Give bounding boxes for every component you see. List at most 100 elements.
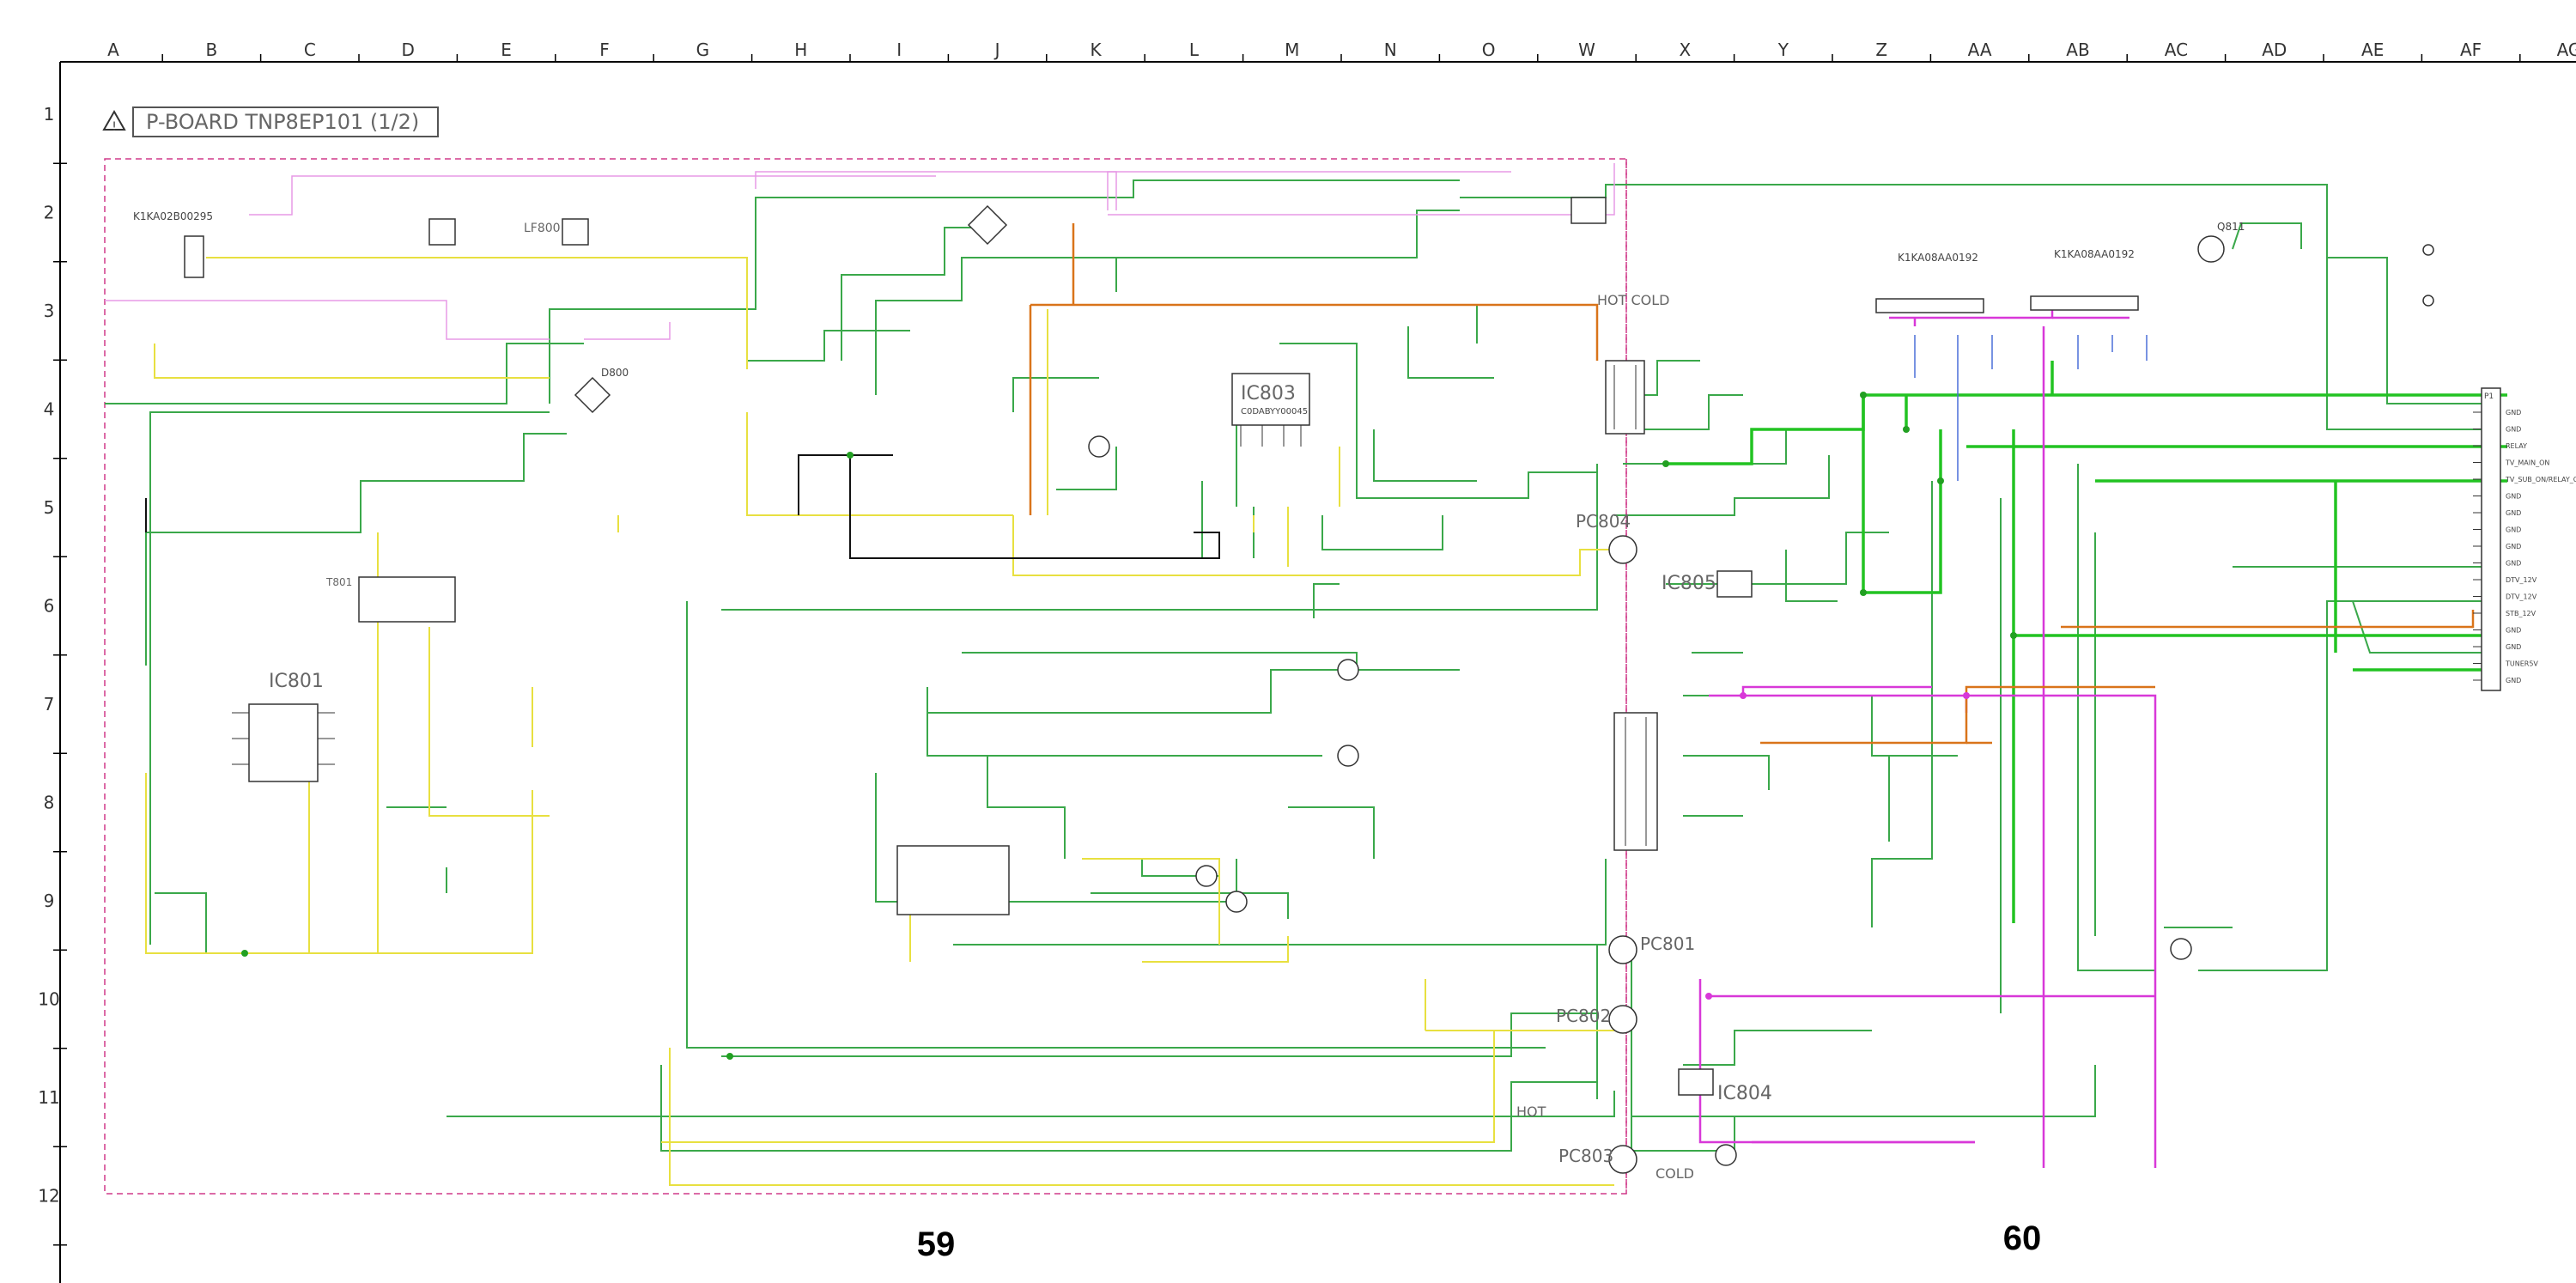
ic804-label: IC804 bbox=[1717, 1083, 1772, 1104]
row-label: 3 bbox=[44, 301, 55, 321]
bridge-d801 bbox=[967, 204, 1008, 246]
conn-p6-label: K1KA08AA0192 bbox=[1898, 252, 1978, 264]
mains-connector-label: K1KA02B00295 bbox=[133, 210, 213, 222]
row-label: 5 bbox=[44, 497, 55, 518]
transformer-t801: T801 bbox=[325, 576, 456, 623]
p1-pin-label: GND bbox=[2506, 493, 2521, 501]
column-label: N bbox=[1384, 40, 1397, 60]
row-label: 4 bbox=[44, 399, 55, 420]
row-label: 2 bbox=[44, 203, 55, 223]
d800-label: D800 bbox=[601, 367, 629, 379]
column-label: AD bbox=[2262, 40, 2287, 60]
wires-black bbox=[145, 454, 1220, 559]
row-label: 9 bbox=[44, 891, 55, 911]
svg-text:!: ! bbox=[112, 120, 117, 134]
p1-pin-labels: GND GND RELAY TV_MAIN_ON TV_SUB_ON/RELAY_ON G… bbox=[2473, 409, 2576, 684]
photocoupler-pc803: PC803 bbox=[1558, 1145, 1637, 1174]
connector-p6: K1KA08AA0192 bbox=[1875, 252, 1984, 313]
connector-mains: K1KA02B00295 bbox=[133, 210, 213, 278]
cold-label: COLD bbox=[1656, 1165, 1694, 1182]
p1-pin-label: GND bbox=[2506, 627, 2521, 635]
p1-pin-label: TV_SUB_ON/RELAY_ON bbox=[2505, 476, 2576, 483]
pc801-label: PC801 bbox=[1640, 933, 1695, 954]
board-title: ! P-BOARD TNP8EP101 (1/2) bbox=[102, 106, 439, 137]
p1-pin-label: GND bbox=[2506, 543, 2521, 550]
column-label: H bbox=[794, 40, 807, 60]
hot-label: HOT bbox=[1516, 1104, 1546, 1120]
column-label: AF bbox=[2460, 40, 2482, 60]
transformer-t803 bbox=[1613, 712, 1658, 851]
line-filter-lf800: LF800 bbox=[428, 218, 589, 246]
p1-pin-label: DTV_12V bbox=[2506, 576, 2537, 584]
row-label: 10 bbox=[38, 989, 59, 1010]
pc804-label: PC804 bbox=[1576, 511, 1631, 532]
column-label: F bbox=[599, 40, 610, 60]
lf800-label: LF800 bbox=[524, 222, 561, 235]
photocoupler-pc804: PC804 bbox=[1576, 511, 1637, 564]
top-right-parts bbox=[2422, 244, 2434, 307]
column-label: D bbox=[401, 40, 414, 60]
column-label: L bbox=[1189, 40, 1200, 60]
transistors-misc bbox=[1088, 435, 2192, 1166]
photocoupler-pc801: PC801 bbox=[1608, 933, 1695, 964]
connector-p2: K1KA08AA0192 bbox=[2030, 248, 2139, 311]
ic805-label: IC805 bbox=[1662, 573, 1716, 594]
column-label: A bbox=[107, 40, 119, 60]
pc803-label: PC803 bbox=[1558, 1146, 1613, 1166]
junction-dots-magenta bbox=[1705, 692, 1970, 1000]
row-label: 12 bbox=[38, 1186, 59, 1207]
row-label: 1 bbox=[44, 104, 55, 125]
column-label: I bbox=[896, 40, 902, 60]
p1-pin-label: GND bbox=[2506, 426, 2521, 434]
column-label: AC bbox=[2165, 40, 2188, 60]
ic803-label: IC803 bbox=[1241, 383, 1296, 404]
connector-p1: P1 GND GND RELAY TV_MAIN_ON TV_SUB_ON/RELAY_… bbox=[2473, 387, 2576, 691]
ic-lower-center bbox=[896, 845, 1010, 915]
junction-dots bbox=[241, 392, 2017, 1060]
transistor-q811: Q811 bbox=[2197, 221, 2245, 263]
p1-pin-label: GND bbox=[2506, 560, 2521, 568]
column-label: O bbox=[1482, 40, 1496, 60]
p1-pin-label: GND bbox=[2506, 677, 2521, 684]
row-label: 6 bbox=[44, 596, 55, 617]
ic803-chip: IC803 C0DABYY00045 bbox=[1231, 373, 1310, 447]
row-label: 8 bbox=[44, 793, 55, 813]
wires-blue bbox=[1914, 335, 2148, 481]
pc802-label: PC802 bbox=[1556, 1006, 1611, 1026]
column-label: AB bbox=[2066, 40, 2089, 60]
ic801-chip: IC801 bbox=[232, 671, 335, 782]
column-label: M bbox=[1285, 40, 1299, 60]
relay-rl801 bbox=[1571, 197, 1607, 224]
page-number-right: 60 bbox=[2003, 1219, 2042, 1257]
column-label: AG bbox=[2557, 40, 2576, 60]
p1-pin-label: GND bbox=[2506, 643, 2521, 651]
p1-pin-label: RELAY bbox=[2506, 442, 2527, 450]
title-text: P-BOARD TNP8EP101 (1/2) bbox=[146, 110, 419, 134]
column-label: W bbox=[1578, 40, 1595, 60]
wires-yellow bbox=[145, 257, 1614, 1186]
p1-pin-label: DTV_12V bbox=[2506, 593, 2537, 601]
photocoupler-pc802: PC802 bbox=[1556, 1005, 1637, 1034]
wires-magenta bbox=[1698, 309, 2157, 1168]
ic804-chip: IC804 bbox=[1678, 1068, 1772, 1104]
p1-label: P1 bbox=[2484, 392, 2494, 401]
column-label: AE bbox=[2361, 40, 2384, 60]
column-label: C bbox=[304, 40, 316, 60]
q811-label: Q811 bbox=[2217, 221, 2245, 233]
column-label: K bbox=[1090, 40, 1102, 60]
column-label: Y bbox=[1777, 40, 1789, 60]
wires-green bbox=[105, 179, 2490, 1152]
hot-cold-label: HOT COLD bbox=[1597, 292, 1669, 308]
ic801-label: IC801 bbox=[269, 671, 324, 692]
ic805-chip: IC805 bbox=[1662, 570, 1753, 598]
p1-pin-label: TV_MAIN_ON bbox=[2505, 459, 2549, 467]
column-label: G bbox=[696, 40, 710, 60]
wires-pink bbox=[105, 163, 1615, 340]
bridge-d800: D800 bbox=[574, 367, 629, 414]
t801-label: T801 bbox=[325, 576, 352, 588]
column-label: J bbox=[993, 40, 1000, 60]
conn-p2-label: K1KA08AA0192 bbox=[2054, 248, 2135, 260]
